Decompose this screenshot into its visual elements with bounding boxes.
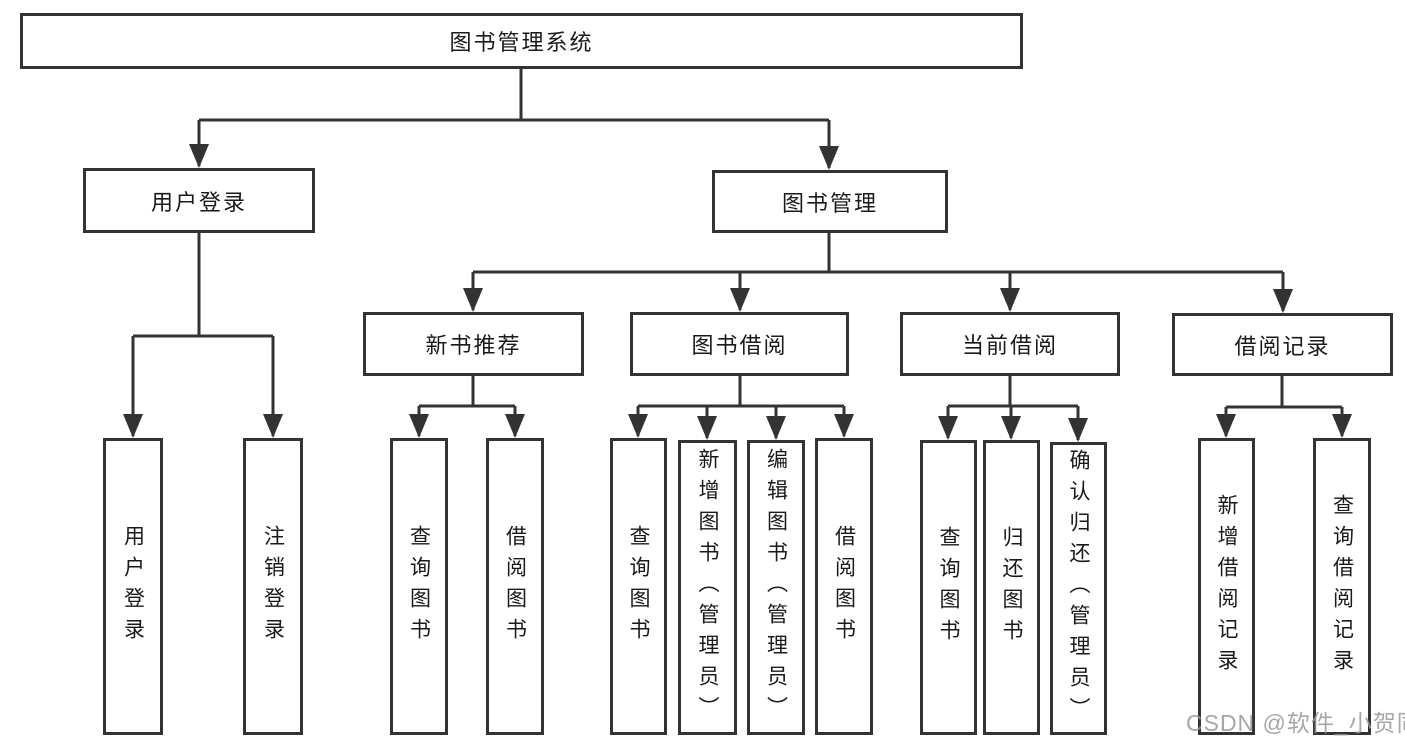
node-borrowing-records: 借阅记录: [1172, 313, 1393, 376]
leaf-borrowing-query-books-label: 查询图书: [627, 524, 650, 649]
leaf-recommend-query-books-label: 查询图书: [407, 524, 431, 649]
leaf-logout: 注销登录: [243, 438, 303, 735]
arrowheads-borrowing-children: [628, 414, 854, 440]
arrowheads-level3: [463, 288, 1293, 313]
leaf-borrowing-edit-books-admin: 编辑图书（管理员）: [747, 440, 805, 735]
leaf-recommend-borrow-books-label: 借阅图书: [503, 524, 527, 649]
leaf-current-return-books-label: 归还图书: [1000, 525, 1023, 650]
node-current-borrowing: 当前借阅: [900, 312, 1120, 376]
node-book-management: 图书管理: [712, 170, 948, 233]
leaf-current-confirm-return-admin-label: 确认归还（管理员）: [1067, 449, 1090, 728]
leaf-borrowing-add-books-admin-label: 新增图书（管理员）: [696, 448, 719, 727]
leaf-recommend-query-books: 查询图书: [390, 438, 448, 735]
leaf-current-confirm-return-admin: 确认归还（管理员）: [1050, 442, 1107, 735]
leaf-records-add-record: 新增借阅记录: [1198, 438, 1255, 735]
arrowheads-records-children: [1216, 414, 1352, 438]
node-new-book-recommend: 新书推荐: [363, 312, 584, 376]
arrowheads-user-login-children: [123, 414, 283, 438]
leaf-borrowing-edit-books-admin-label: 编辑图书（管理员）: [764, 448, 788, 727]
leaf-borrowing-add-books-admin: 新增图书（管理员）: [678, 440, 737, 735]
node-book-borrowing: 图书借阅: [630, 312, 849, 376]
leaf-logout-label: 注销登录: [261, 524, 285, 649]
leaf-user-login-label: 用户登录: [121, 524, 145, 649]
arrowheads-recommend-children: [409, 414, 525, 438]
leaf-borrowing-borrow-books: 借阅图书: [815, 438, 873, 735]
connector-book-management-children: [471, 233, 1285, 311]
leaf-recommend-borrow-books: 借阅图书: [486, 438, 544, 735]
connector-current-borrowing-children: [946, 376, 1080, 440]
csdn-watermark: CSDN @软件_小贺同学: [1186, 710, 1405, 736]
connector-new-book-recommend-children: [417, 376, 517, 436]
arrowheads-level2: [189, 144, 839, 170]
leaf-records-add-record-label: 新增借阅记录: [1215, 493, 1238, 680]
leaf-user-login: 用户登录: [103, 438, 163, 735]
connector-user-login-children: [131, 232, 275, 436]
leaf-current-return-books: 归还图书: [983, 440, 1040, 735]
node-root-system: 图书管理系统: [20, 13, 1023, 69]
connector-root-to-level2: [197, 68, 831, 168]
node-user-login: 用户登录: [83, 168, 315, 233]
arrowheads-current-children: [938, 416, 1088, 442]
leaf-records-query-record: 查询借阅记录: [1313, 438, 1371, 735]
leaf-current-query-books: 查询图书: [920, 440, 977, 735]
connector-book-borrowing-children: [636, 376, 846, 438]
leaf-borrowing-query-books: 查询图书: [610, 438, 667, 735]
leaf-current-query-books-label: 查询图书: [937, 525, 960, 650]
leaf-borrowing-borrow-books-label: 借阅图书: [832, 524, 856, 649]
connector-borrowing-records-children: [1224, 376, 1344, 436]
leaf-records-query-record-label: 查询借阅记录: [1330, 493, 1354, 680]
